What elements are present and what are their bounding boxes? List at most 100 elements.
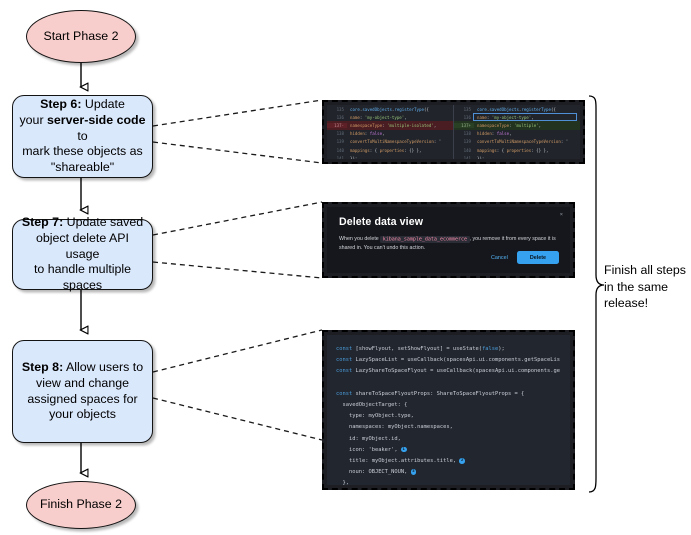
step-6-line2c: to	[77, 128, 88, 143]
delete-button[interactable]: Delete	[516, 251, 559, 264]
diff-line-number: 135	[463, 106, 471, 112]
node-step-7[interactable]: Step 7: Update saved object delete API u…	[12, 215, 153, 292]
tsx-line: type: myObject.type,	[336, 413, 414, 420]
callout-step6-top	[152, 99, 323, 127]
diff-line-code: });	[350, 155, 358, 159]
node-step-6-label: Step 6: Update your server-side code to …	[19, 97, 146, 176]
step-6-line2b: server-side code	[47, 112, 146, 127]
dialog-code-chip: kibana_sample_data_ecommerce	[380, 235, 470, 243]
node-start-phase-2[interactable]: Start Phase 2	[26, 10, 136, 63]
diff-line-number: 136	[336, 114, 344, 120]
tsx-line: namespaces: myObject.namespaces,	[336, 424, 453, 431]
diff-line-code: namespaceType: 'multiple-isolated',	[350, 122, 437, 128]
step-7-prefix: Step 7:	[21, 215, 64, 230]
step-6-line1: Update	[81, 97, 125, 112]
step-7-line1: Update saved	[63, 215, 144, 230]
callout-step7-top	[152, 201, 323, 236]
cancel-button[interactable]: Cancel	[491, 254, 508, 261]
tsx-viewport: const [showFlyout, setShowFlyout] = useS…	[327, 335, 570, 485]
tsx-line: const shareToSpaceFlyoutProps: ShareToSp…	[336, 390, 525, 397]
diff-line-code: });	[477, 155, 485, 159]
diff-line-number: 140	[336, 147, 344, 153]
diff-row: 137+ namespaceType: 'multiple',	[454, 121, 580, 130]
diff-line-code: hidden: false,	[477, 131, 512, 137]
diff-row: 140 mappings: { properties: {} },	[454, 146, 580, 154]
grouping-brace	[588, 95, 605, 493]
diff-line-number: 136	[463, 114, 471, 120]
tsx-line	[336, 378, 570, 389]
brace-line-3: release!	[604, 296, 649, 311]
dialog-body-after: , you remove it from every space it is s…	[339, 236, 556, 252]
brace-line-1: Finish all steps	[604, 263, 686, 277]
step-8-prefix: Step 8:	[21, 360, 64, 374]
diff-line-number: 138	[336, 131, 344, 137]
dialog-title: Delete data view	[339, 216, 424, 228]
dialog-viewport: × Delete data view When you delete kiban…	[327, 207, 570, 273]
diff-line-code: core.savedObjects.registerType({	[350, 106, 429, 112]
close-icon[interactable]: ×	[559, 212, 563, 218]
delete-data-view-modal: × Delete data view When you delete kiban…	[327, 207, 570, 273]
diff-line-code: name: 'my-object-type',	[350, 114, 407, 120]
diff-line-number: 137+	[454, 122, 474, 128]
diff-row: 139 convertToMultiNamespaceTypeVersion: …	[327, 138, 453, 146]
diff-row: 141});	[327, 154, 453, 159]
diff-highlight-box	[473, 112, 577, 121]
tsx-code-block: const [showFlyout, setShowFlyout] = useS…	[327, 335, 570, 485]
diff-row: 136 name: 'my-object-type',	[454, 113, 580, 121]
diff-line-code: convertToMultiNamespaceTypeVersion: '	[350, 139, 442, 145]
diff-line-code: convertToMultiNamespaceTypeVersion: '	[477, 139, 569, 145]
code-annotation-badge: 3	[410, 469, 417, 475]
tsx-line: title: myObject.attributes.title, 2	[336, 458, 465, 465]
node-step-7-label: Step 7: Update saved object delete API u…	[19, 215, 146, 294]
node-step-6[interactable]: Step 6: Update your server-side code to …	[12, 95, 153, 178]
tsx-line: id: myObject.id,	[336, 435, 401, 442]
node-step-8-label: Step 8: Allow users to view and change a…	[19, 360, 146, 423]
screenshot-delete-data-view-dialog[interactable]: × Delete data view When you delete kiban…	[322, 202, 575, 278]
diff-row: 141});	[454, 154, 580, 159]
node-finish-phase-2[interactable]: Finish Phase 2	[26, 481, 136, 529]
step-7-line3: to handle multiple spaces	[33, 262, 132, 293]
brace-annotation: Finish all steps in the same release!	[604, 262, 686, 312]
diff-line-number: 138	[463, 131, 471, 137]
diff-line-number: 139	[336, 139, 344, 145]
callout-step8-top	[152, 329, 323, 373]
code-annotation-badge: 2	[459, 458, 465, 464]
diff-line-number: 141	[336, 155, 344, 159]
diff-line-number: 140	[463, 147, 471, 153]
tsx-line: const LazyShareToSpaceFlyout = useCallba…	[336, 368, 560, 375]
callout-step7-bottom	[152, 261, 323, 279]
dialog-body: When you delete kibana_sample_data_ecomm…	[339, 235, 558, 254]
step-6-line4: "shareable"	[50, 160, 115, 175]
diff-line-code: namespaceType: 'multiple',	[477, 122, 542, 128]
code-annotation-badge: 1	[400, 446, 407, 453]
diff-line-number: 141	[463, 155, 471, 159]
step-7-line2: object delete API usage	[36, 230, 129, 261]
step-8-line2: view and change	[36, 375, 129, 390]
node-step-8[interactable]: Step 8: Allow users to view and change a…	[12, 340, 153, 443]
diff-row: 138 hidden: false,	[454, 130, 580, 138]
screenshot-share-to-space-code[interactable]: const [showFlyout, setShowFlyout] = useS…	[322, 330, 575, 490]
diff-line-number: 139	[463, 139, 471, 145]
callout-step6-bottom	[152, 141, 323, 164]
tsx-line: const [showFlyout, setShowFlyout] = useS…	[336, 346, 505, 352]
dialog-actions: Cancel Delete	[491, 251, 559, 264]
diff-line-code: mappings: { properties: {} },	[477, 147, 549, 153]
tsx-line: noun: OBJECT_NOUN, 3	[336, 469, 417, 476]
callout-step8-bottom	[152, 397, 323, 441]
step-8-line3: assigned spaces for	[27, 391, 138, 406]
brace-line-2: in the same	[604, 279, 669, 294]
diff-line-number: 137-	[327, 122, 347, 128]
node-start-label: Start Phase 2	[43, 28, 119, 43]
node-finish-label: Finish Phase 2	[40, 497, 122, 512]
diff-row: 138 hidden: false,	[327, 130, 453, 138]
step-6-line2a: your	[19, 112, 48, 127]
diff-row: 135 core.savedObjects.registerType({	[454, 105, 580, 113]
diff-line-number: 135	[336, 106, 344, 112]
diff-line-code: core.savedObjects.registerType({	[477, 106, 556, 112]
tsx-line: savedObjectTarget: {	[336, 402, 408, 409]
diff-line-code: name: 'my-object-type',	[477, 114, 534, 120]
